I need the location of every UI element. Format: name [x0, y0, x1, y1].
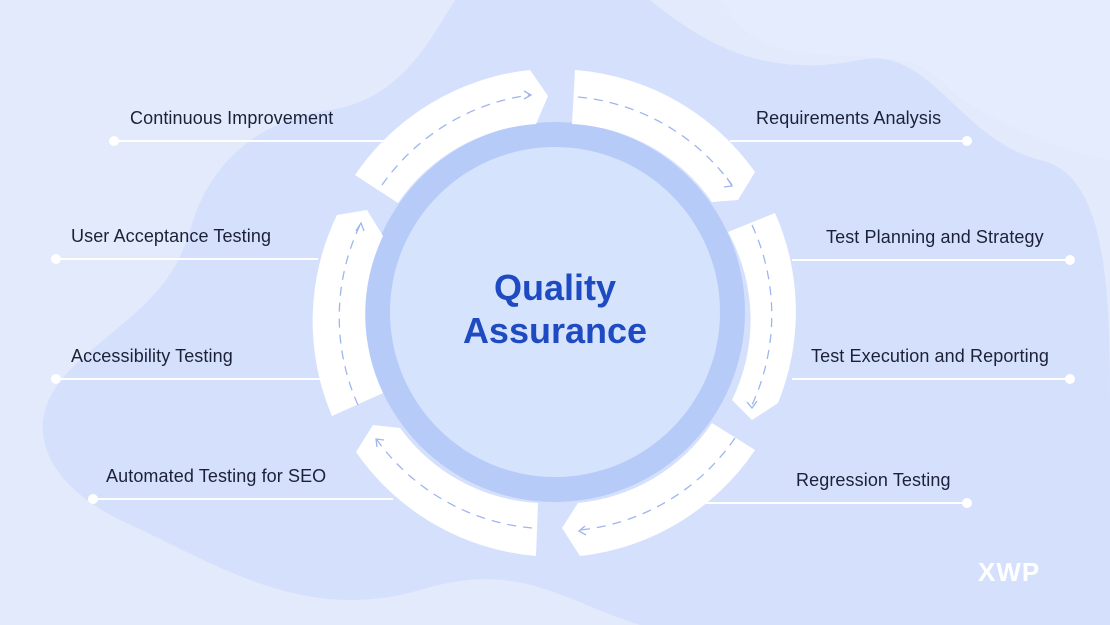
arrowhead-icon — [523, 90, 533, 100]
connector-line — [700, 502, 967, 504]
segment-automated-testing — [356, 425, 538, 556]
arrowhead-icon — [746, 400, 758, 410]
segment-regression-testing — [562, 423, 755, 556]
arrow-path-bottom-right — [579, 437, 736, 531]
segment-uat-accessibility — [312, 210, 383, 416]
arrowhead-icon — [375, 438, 385, 448]
connector-dot — [1065, 374, 1075, 384]
connector-dot — [51, 374, 61, 384]
connector-line — [56, 258, 318, 260]
connector-dot — [962, 136, 972, 146]
step-label: Automated Testing for SEO — [106, 466, 327, 486]
arrowhead-icon — [577, 525, 587, 536]
background-blob-light — [720, 0, 1110, 160]
connector-line — [93, 498, 393, 500]
step-label: Continuous Improvement — [130, 108, 334, 128]
connector-line — [114, 140, 384, 142]
step-label: Test Planning and Strategy — [826, 227, 1044, 247]
connector-line — [730, 140, 967, 142]
connector-line — [792, 259, 1070, 261]
segment-test-planning-execution — [728, 213, 796, 420]
xwp-logo: XWP — [978, 557, 1041, 587]
step-label: User Acceptance Testing — [71, 226, 272, 246]
title-line-2: Assurance — [462, 310, 648, 351]
segment-requirements-analysis — [572, 70, 755, 202]
connector-dot — [109, 136, 119, 146]
arrow-path-top-right — [577, 96, 733, 186]
arrow-path-left — [338, 224, 361, 406]
connector-dot — [962, 498, 972, 508]
connector-line — [792, 378, 1070, 380]
arrowhead-icon — [723, 177, 734, 188]
arrow-path-right — [751, 224, 773, 406]
inner-disc — [390, 147, 720, 477]
arrowhead-icon — [355, 221, 365, 232]
title-line-1: Quality — [493, 267, 617, 308]
connector-dot — [88, 494, 98, 504]
arrow-path-top-left — [381, 94, 531, 186]
step-label: Accessibility Testing — [71, 346, 233, 366]
step-label: Regression Testing — [796, 470, 951, 490]
step-label: Requirements Analysis — [756, 108, 942, 128]
connector-line — [56, 378, 320, 380]
connector-dot — [1065, 255, 1075, 265]
step-label: Test Execution and Reporting — [811, 346, 1049, 366]
center-title: Quality Assurance — [405, 266, 705, 352]
segment-continuous-improvement — [355, 70, 548, 203]
connector-dot — [51, 254, 61, 264]
arrow-path-bottom-left — [376, 439, 533, 529]
